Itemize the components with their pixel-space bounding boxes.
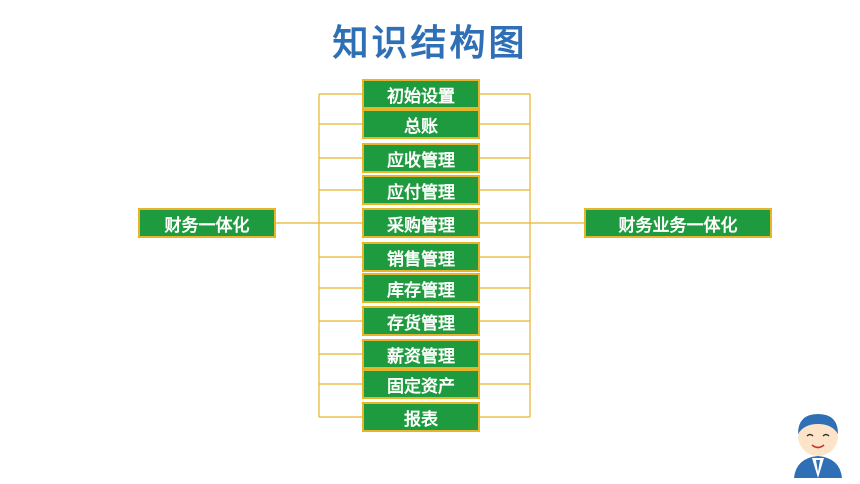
module-fixed-assets: 固定资产: [362, 369, 480, 399]
page-title: 知识结构图: [332, 23, 528, 64]
node-finance-integration: 财务一体化: [138, 208, 276, 238]
module-sales: 销售管理: [362, 242, 480, 272]
module-stock-costing: 存货管理: [362, 306, 480, 336]
module-general-ledger: 总账: [362, 109, 480, 139]
module-payables: 应付管理: [362, 175, 480, 205]
module-purchasing: 采购管理: [362, 208, 480, 238]
module-inventory: 库存管理: [362, 273, 480, 303]
cartoon-person-icon: [794, 414, 842, 478]
module-receivables: 应收管理: [362, 143, 480, 173]
module-reports: 报表: [362, 402, 480, 432]
module-initial-setup: 初始设置: [362, 79, 480, 109]
node-finance-business-integration: 财务业务一体化: [584, 208, 772, 238]
module-payroll: 薪资管理: [362, 339, 480, 369]
